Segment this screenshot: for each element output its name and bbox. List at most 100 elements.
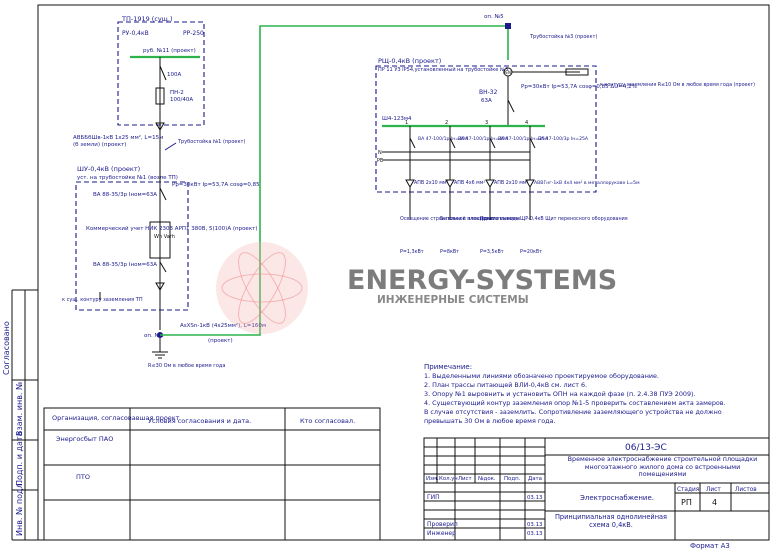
- title-block: Изм. Кол.уч Лист №док. Подп. Дата ГИП Пр…: [423, 437, 770, 541]
- stamp-sheets-header: Листов: [735, 487, 757, 493]
- notes: Примечание: 1. Выделенными линиями обозн…: [424, 363, 726, 425]
- stamp-h-change: Изм.: [426, 476, 439, 482]
- rsh-bus: Ш4-123м4: [382, 116, 412, 122]
- stamp-role-checked: Проверил: [427, 521, 458, 528]
- tp-ru: РУ-0,4кВ: [122, 30, 149, 37]
- rsh-switch-rating: 63А: [481, 98, 492, 104]
- stamp-stage-header: Стадия: [677, 487, 699, 493]
- watermark-tagline: ИНЖЕНЕРНЫЕ СИСТЕМЫ: [377, 294, 529, 306]
- pillar1-label: Трубостойка №1 (проект): [177, 138, 245, 145]
- pillar5-marker: [505, 23, 511, 29]
- pillar1-ground: R≤30 Ом в любое время года: [148, 363, 225, 369]
- stamp-code: 06/13-ЭС: [625, 443, 667, 453]
- svg-text:2: 2: [445, 120, 448, 126]
- svg-text:РЕN: РЕN: [503, 70, 511, 75]
- shu-meter-sym: Wh Varh: [154, 234, 175, 240]
- stamp-h-sign: Подп.: [504, 476, 521, 482]
- tp-rp: РР-250: [183, 30, 204, 37]
- rsh-line-2-breaker: ВА 47-100/1р Iн=40А: [458, 136, 509, 142]
- note-2: 2. План трассы питающей ВЛИ-0,4кВ см. ли…: [424, 381, 587, 389]
- rsh-line-3-breaker: ВА 47-100/1р Iн=25А: [498, 136, 549, 142]
- rsh-title: РЩ-0,4кВ (проект): [378, 57, 441, 65]
- stamp-h-count: Кол.уч: [439, 476, 458, 482]
- rsh-switch: ВН-32: [479, 89, 498, 96]
- side-label-sign-date: Подп. и дата: [15, 431, 24, 486]
- stamp-date-1: 03.13: [527, 495, 542, 501]
- rsh-line-2-power: Р=8кВт: [440, 249, 459, 255]
- stamp-sheet-header: Лист: [706, 487, 721, 493]
- note-1: 1. Выделенными линиями обозначено проект…: [424, 372, 659, 380]
- stamp-title: Временное электроснабжение строительной …: [567, 456, 758, 479]
- rsh-line-1-power: Р=1,3кВт: [400, 249, 424, 255]
- cable-line-label: АsXSn-1кВ (4х25мм²), L=160м: [180, 322, 266, 329]
- shu-params: Рр=30кВт Iр=53,7А cosφ=0,85: [172, 182, 260, 188]
- tp-title: ТП-1919 (сущ.): [121, 15, 173, 23]
- rsh-line-3-cable: АПВ 2х10 мм²: [494, 180, 528, 186]
- rsh-line-4-power: Р=20кВт: [520, 249, 542, 255]
- rsh-line-4-load: ЩР-0,4кВ Щит переносного оборудования: [520, 216, 628, 222]
- rsh-line-4-cable: АВВГнг-1кВ 4х4 мм² в металлорукаве L=5м: [534, 180, 640, 186]
- note-5: В случае отсутствия - заземлить. Сопроти…: [424, 408, 722, 416]
- tp-current: 100А: [167, 72, 181, 78]
- shu-breaker1: ВА 88-35/3р Iном=63А: [93, 192, 157, 198]
- cable-line-note: (проект): [208, 338, 233, 344]
- svg-text:PE: PE: [377, 158, 383, 164]
- notes-heading: Примечание:: [424, 363, 472, 371]
- cable-main-label: АВББбШв-1кВ 1х25 мм², L=15м: [73, 134, 163, 141]
- stamp-h-date: Дата: [528, 476, 542, 482]
- rsh-line-2-load: Бытовки с электро отоплением: [440, 216, 520, 222]
- rsh-line-2: ВА 47-100/1р Iн=40А 2 АПВ 4х6 мм² Бытовк…: [440, 120, 520, 255]
- tp-block: ТП-1919 (сущ.) РУ-0,4кВ РР-250 руб. №11 …: [117, 15, 205, 135]
- watermark-brand: ENERGY-SYSTEMS: [347, 265, 617, 296]
- rsh-line-4: ВА 47-100/3р Iн=25А 4 АВВГнг-1кВ 4х4 мм²…: [520, 120, 640, 255]
- shu-ground: к сущ. контуру заземления ТП: [62, 297, 143, 303]
- side-label-inv-orig: Инв. № подл.: [15, 481, 24, 536]
- stamp-role-gip: ГИП: [427, 494, 440, 501]
- approval-col-conditions: Условия согласования и дата.: [148, 417, 251, 425]
- shu-breaker2: ВА 88-35/3р Iном=63А: [93, 262, 157, 268]
- side-label-agreed: Согласовано: [2, 321, 11, 375]
- approval-col-who: Кто согласовал.: [300, 417, 355, 425]
- stamp-role-engineer: Инженер: [427, 530, 456, 537]
- stamp-sheet-title: Принципиальная однолинейная схема 0,4кВ.: [554, 513, 668, 529]
- approval-row-2: ПТО: [76, 473, 90, 481]
- format-label: Формат А3: [690, 542, 730, 550]
- rsh-line-3-load: Прочие выводы: [480, 216, 520, 222]
- approval-table: Организация, согласовавшая проект Услови…: [43, 407, 381, 541]
- rsh-line-1-cable: АПВ 2х10 мм²: [414, 180, 448, 186]
- tp-cell: руб. №11 (проект): [143, 48, 196, 54]
- stamp-sheet: 4: [712, 498, 717, 507]
- stamp-date-2: 03.13: [527, 522, 542, 528]
- stamp-h-sheet: Лист: [458, 476, 472, 482]
- pillar5-stand: Трубостойка №3 (проект): [529, 33, 597, 40]
- rsh-line-1-load: Освещение строительной площадки: [400, 215, 493, 222]
- approval-row-1: Энергосбыт ПАО: [56, 435, 113, 443]
- approval-col-org: Организация, согласовавшая проект: [52, 414, 180, 422]
- note-6: превышать 30 Ом в любое время года.: [424, 417, 555, 425]
- svg-text:3: 3: [485, 120, 488, 126]
- feeder-line: [160, 25, 509, 336]
- shu-meter: Коммерческий учет НИК 2303 АРП1 380В, 5(…: [86, 225, 258, 232]
- side-stamp: Согласовано Инв. № подл. Подп. и дата Вз…: [2, 289, 38, 541]
- tp-fuse: ПН-2: [170, 90, 184, 96]
- rsh-line-1: ВА 47-100/1р Iн=40А 1 АПВ 2х10 мм² Освещ…: [400, 120, 493, 255]
- svg-text:1: 1: [405, 120, 408, 126]
- stamp-stage: РП: [681, 498, 692, 507]
- tp-fuse-rating: 100/40А: [170, 97, 193, 103]
- note-3: 3. Опору №1 выровнить и установить ОПН н…: [424, 390, 696, 398]
- pillar5-number: оп. №5: [484, 14, 504, 20]
- side-label-replaced: Взам. инв. №: [15, 381, 24, 436]
- svg-text:4: 4: [525, 120, 528, 126]
- shu-block: ШУ-0,4кВ (проект) уст. на трубостойке №1…: [62, 165, 260, 330]
- rsh-line-3-power: Р=3,5кВт: [480, 249, 504, 255]
- rsh-line-1-breaker: ВА 47-100/1р Iн=40А: [418, 136, 469, 142]
- svg-text:N: N: [378, 150, 382, 156]
- rsh-line-4-breaker: ВА 47-100/3р Iн=25А: [538, 136, 589, 142]
- shu-title: ШУ-0,4кВ (проект): [77, 165, 140, 173]
- stamp-section: Электроснабжение.: [580, 494, 654, 502]
- rsh-block: РЩ-0,4кВ (проект) ПР 11 УЗ IP54,установл…: [375, 57, 755, 193]
- watermark: ENERGY-SYSTEMS ИНЖЕНЕРНЫЕ СИСТЕМЫ: [216, 242, 617, 334]
- rsh-pe-note: к контуру заземления R≤10 Ом в любое вре…: [600, 82, 755, 88]
- rsh-line-3: ВА 47-100/1р Iн=25А 3 АПВ 2х10 мм² Прочи…: [480, 120, 549, 255]
